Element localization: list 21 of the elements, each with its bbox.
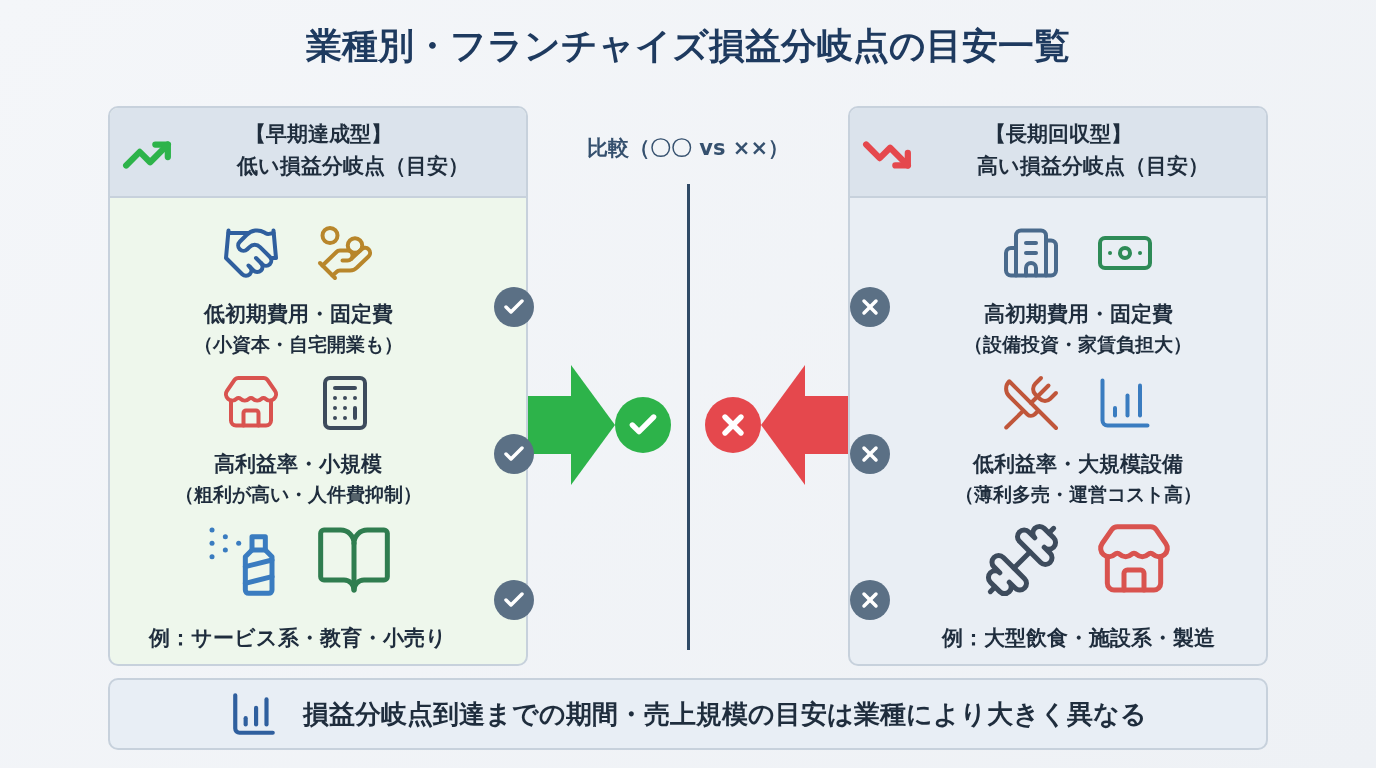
comparison-panel <box>848 106 1268 666</box>
item-title: 低初期費用・固定費 <box>202 301 394 328</box>
item-detail: （薄利多売・運営コスト高） <box>953 482 1203 507</box>
comparison-label: 比較（〇〇 vs ××） <box>586 135 790 162</box>
example-text: 例：大型飲食・施設系・製造 <box>940 625 1216 652</box>
panel-heading: 【長期回収型】 <box>983 121 1133 148</box>
panel-heading: 【早期達成型】 <box>243 121 393 148</box>
item-title: 高初期費用・固定費 <box>982 301 1174 328</box>
item-detail: （小資本・自宅開業も） <box>192 332 404 357</box>
cross-circle <box>705 397 761 453</box>
summary-banner <box>108 678 1268 750</box>
check-circle <box>615 397 671 453</box>
item-detail: （設備投資・家賃負担大） <box>963 332 1193 357</box>
example-text: 例：サービス系・教育・小売り <box>147 625 448 652</box>
item-detail: （粗利が高い・人件費抑制） <box>173 482 423 507</box>
item-title: 低利益率・大規模設備 <box>971 451 1184 478</box>
item-title: 高利益率・小規模 <box>213 451 383 478</box>
title: 業種別・フランチャイズ損益分岐点の目安一覧 <box>305 24 1071 68</box>
summary-text: 損益分岐点到達までの期間・売上規模の目安は業種により大きく異なる <box>303 697 1147 731</box>
panel-heading: 低い損益分岐点（目安） <box>235 153 470 180</box>
panel-heading: 高い損益分岐点（目安） <box>976 153 1210 180</box>
